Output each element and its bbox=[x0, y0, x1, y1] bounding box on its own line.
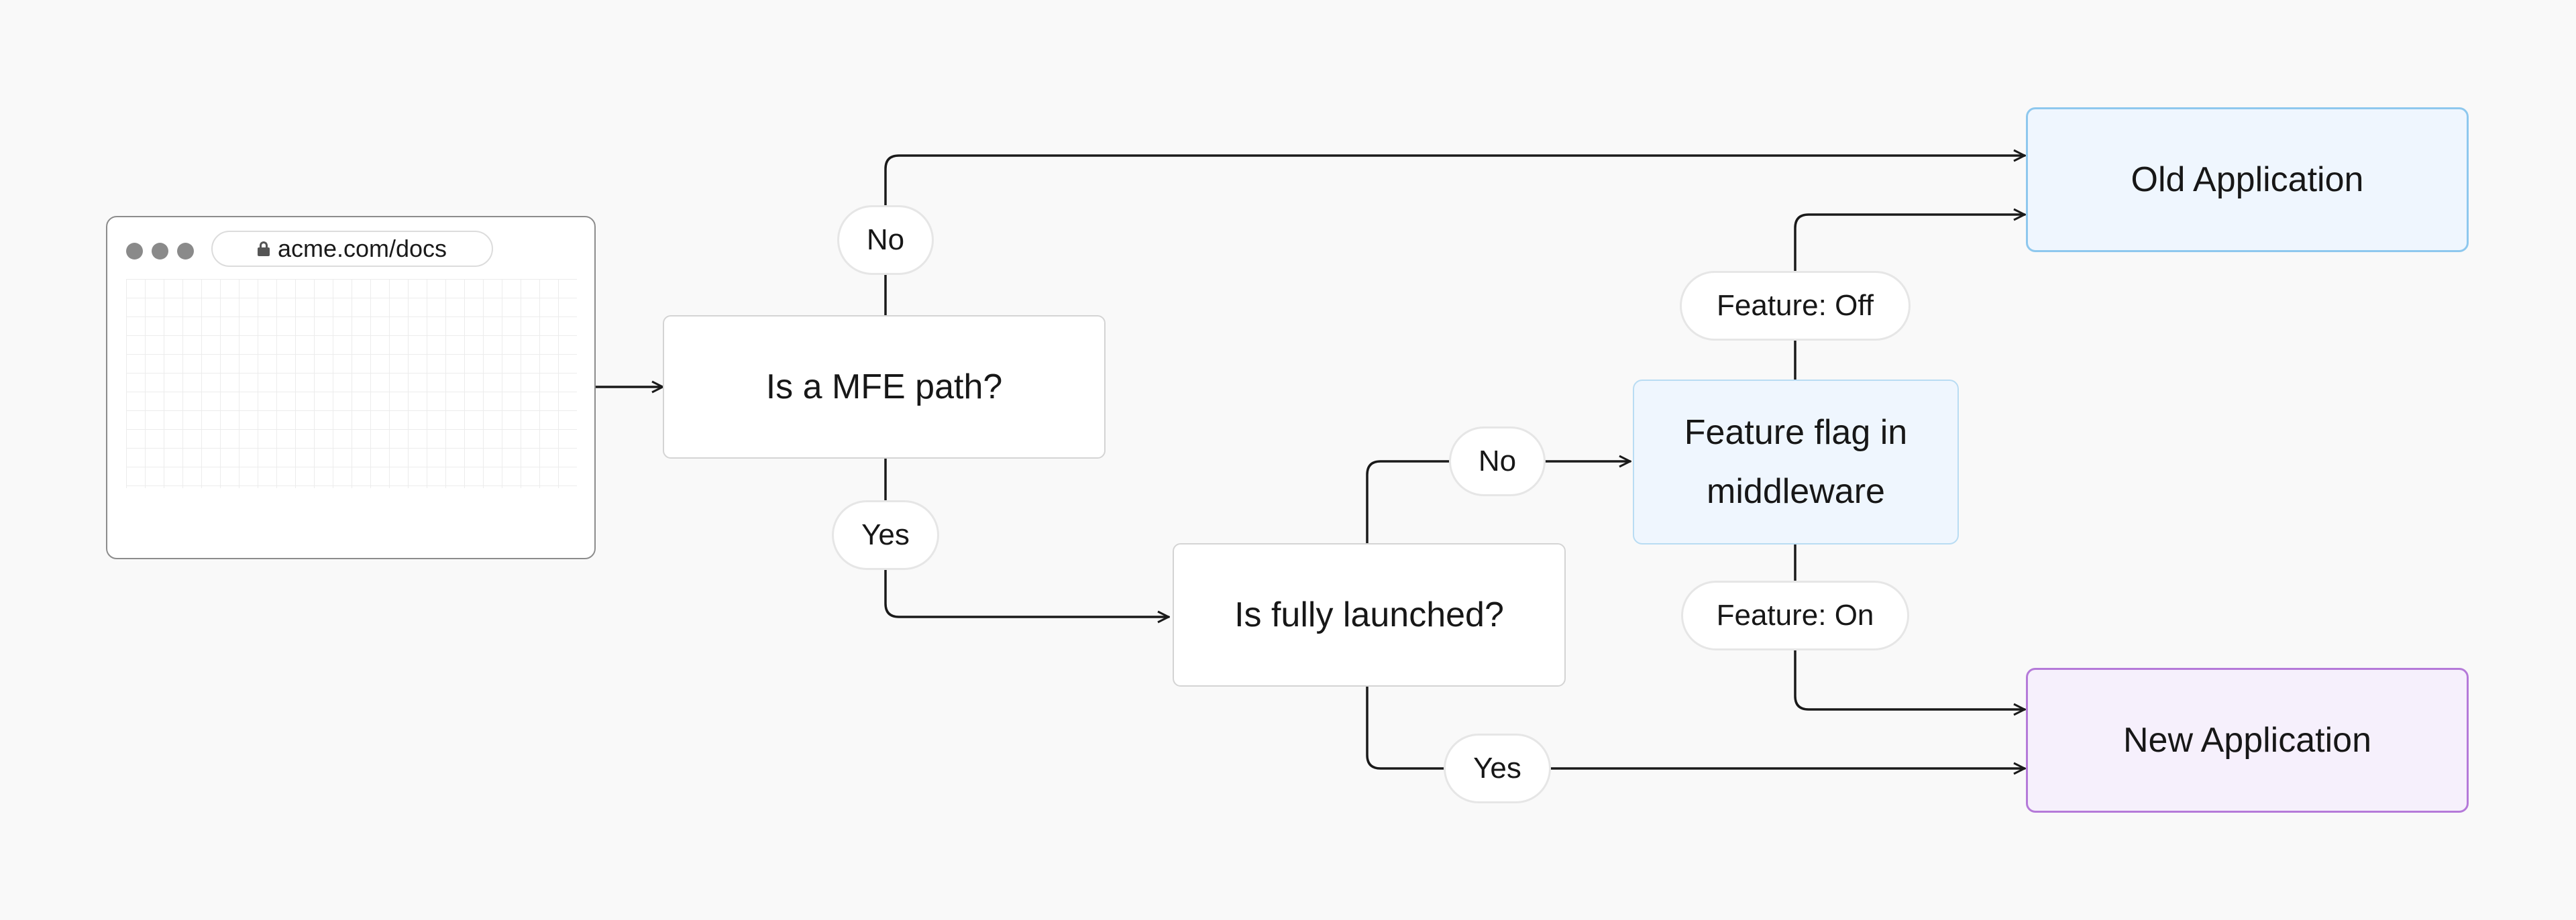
edge-mfe-yes-to-launched bbox=[884, 457, 1169, 617]
window-dot-icon bbox=[177, 243, 194, 260]
edge-flag-on-to-new-app bbox=[1794, 543, 2025, 709]
window-dot-icon bbox=[126, 243, 143, 260]
node-mfe-question: Is a MFE path? bbox=[663, 315, 1106, 459]
browser-window: acme.com/docs bbox=[106, 216, 596, 559]
node-old-application: Old Application bbox=[2026, 107, 2469, 252]
edge-label-feature-on: Feature: On bbox=[1681, 581, 1909, 650]
edge-flag-off-to-old-app bbox=[1794, 215, 2025, 381]
edge-mfe-no-to-old-app bbox=[884, 156, 2025, 317]
address-bar: acme.com/docs bbox=[211, 231, 493, 267]
window-dot-icon bbox=[152, 243, 168, 260]
url-text: acme.com/docs bbox=[277, 235, 447, 262]
page-grid-placeholder bbox=[126, 279, 577, 488]
edge-launched-no-to-flag bbox=[1366, 461, 1630, 544]
edge-label-feature-off: Feature: Off bbox=[1680, 271, 1911, 341]
node-launched-question: Is fully launched? bbox=[1173, 543, 1566, 687]
edge-launched-yes-to-new-app bbox=[1366, 685, 2025, 768]
edge-label-mfe-yes: Yes bbox=[832, 500, 939, 570]
edge-label-mfe-no: No bbox=[837, 205, 934, 275]
edge-label-launched-no: No bbox=[1449, 426, 1546, 496]
node-feature-flag: Feature flag in middleware bbox=[1633, 380, 1959, 544]
edge-label-launched-yes: Yes bbox=[1444, 734, 1551, 803]
lock-icon bbox=[257, 241, 270, 256]
node-new-application: New Application bbox=[2026, 668, 2469, 813]
